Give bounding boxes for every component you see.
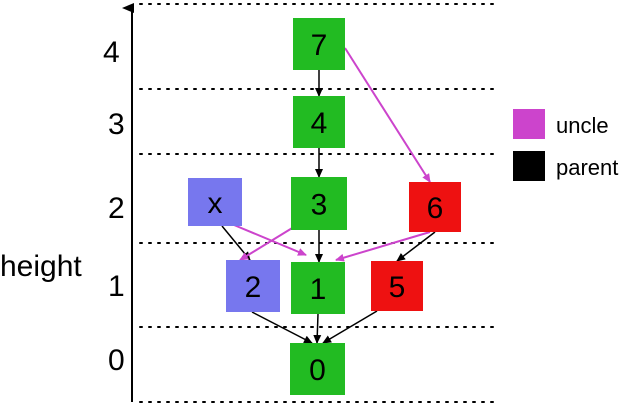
block-node-label: 0 — [309, 354, 326, 387]
uncle-edge-n6-n1 — [335, 231, 431, 262]
block-node-box — [226, 260, 280, 312]
block-node-box — [291, 177, 347, 230]
block-node-label: 2 — [245, 271, 262, 304]
parent-edge-n6-n5 — [396, 231, 436, 262]
parent-edge-n1-n0 — [313, 313, 322, 344]
block-node-5: 5 — [371, 261, 423, 311]
axis-title: height — [0, 250, 82, 283]
block-node-x: x — [188, 178, 242, 226]
block-node-1: 1 — [291, 262, 345, 314]
block-node-label: 1 — [310, 273, 327, 306]
block-node-label: 6 — [427, 192, 444, 225]
uncle-edge-nx-n1 — [233, 224, 307, 256]
block-node-6: 6 — [409, 182, 461, 232]
parent-edge-nx-n2 — [221, 225, 251, 261]
block-node-2: 2 — [226, 260, 280, 312]
uncle-edge-n7-n6 — [344, 47, 431, 183]
legend: uncle parent — [513, 109, 618, 181]
block-node-box — [290, 343, 345, 395]
block-node-box — [409, 182, 461, 232]
parent-edge-n2-n0 — [251, 311, 313, 344]
level-label-4: 4 — [103, 36, 120, 69]
parent-edge-n5-n0 — [322, 310, 378, 344]
nodes: 7 4 x 3 6 2 1 5 0 — [188, 18, 461, 395]
block-node-box — [293, 18, 345, 70]
block-node-label: 3 — [311, 189, 328, 222]
block-node-7: 7 — [293, 18, 345, 70]
block-node-box — [291, 262, 345, 314]
level-label-0: 0 — [108, 344, 125, 377]
legend-label-parent: parent — [556, 155, 618, 180]
legend-label-uncle: uncle — [556, 113, 609, 138]
level-label-2: 2 — [108, 192, 125, 225]
block-node-label: 5 — [389, 271, 406, 304]
block-node-label: 7 — [311, 29, 328, 62]
edges — [221, 47, 436, 344]
block-node-3: 3 — [291, 177, 347, 230]
legend-swatch-parent — [513, 151, 545, 181]
block-node-4: 4 — [293, 96, 345, 148]
level-label-1: 1 — [108, 270, 125, 303]
block-node-label: x — [208, 187, 223, 220]
legend-swatch-uncle — [513, 109, 545, 139]
block-node-label: 4 — [311, 107, 328, 140]
block-node-box — [371, 261, 423, 311]
block-node-0: 0 — [290, 343, 345, 395]
block-node-box — [293, 96, 345, 148]
block-node-box — [188, 178, 242, 226]
level-label-3: 3 — [108, 108, 125, 141]
